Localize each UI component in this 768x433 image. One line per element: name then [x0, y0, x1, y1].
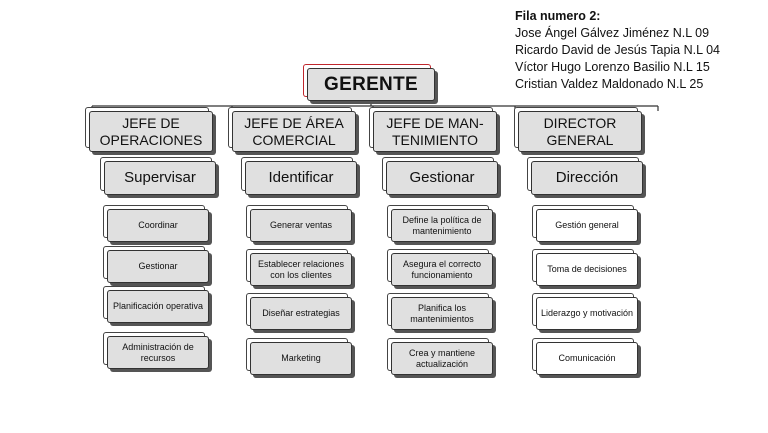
- gestionar-box: Gestionar: [107, 250, 209, 283]
- coordinar-box: Coordinar: [107, 209, 209, 242]
- director-general-box: DIRECTOR GENERAL: [518, 111, 642, 152]
- define-politica-box: Define la política de mantenimiento: [391, 209, 493, 242]
- jefe-area-comercial-box: JEFE DE ÁREA COMERCIAL: [232, 111, 356, 152]
- toma-decisiones-box: Toma de decisiones: [536, 253, 638, 286]
- team-info: Fila numero 2: Jose Ángel Gálvez Jiménez…: [515, 8, 720, 93]
- gestion-general-box: Gestión general: [536, 209, 638, 242]
- asegura-funcionamiento-box: Asegura el correcto funcionamiento: [391, 253, 493, 286]
- planificacion-operativa-box: Planificación operativa: [107, 290, 209, 323]
- team-member: Cristian Valdez Maldonado N.L 25: [515, 77, 704, 91]
- establecer-relaciones-box: Establecer relaciones con los clientes: [250, 253, 352, 286]
- crea-mantiene-box: Crea y mantiene actualización: [391, 342, 493, 375]
- marketing-box: Marketing: [250, 342, 352, 375]
- planifica-mantenimientos-box: Planifica los mantenimientos: [391, 297, 493, 330]
- administracion-recursos-box: Administración de recursos: [107, 336, 209, 369]
- supervisar-box: Supervisar: [104, 161, 216, 195]
- comunicacion-box: Comunicación: [536, 342, 638, 375]
- jefe-mantenimiento-box: JEFE DE MAN-TENIMIENTO: [373, 111, 497, 152]
- team-member: Jose Ángel Gálvez Jiménez N.L 09: [515, 26, 710, 40]
- disenar-estrategias-box: Diseñar estrategias: [250, 297, 352, 330]
- generar-ventas-box: Generar ventas: [250, 209, 352, 242]
- liderazgo-motivacion-box: Liderazgo y motivación: [536, 297, 638, 330]
- team-member: Víctor Hugo Lorenzo Basilio N.L 15: [515, 60, 710, 74]
- gerente-box: GERENTE: [307, 68, 435, 101]
- team-title: Fila numero 2:: [515, 9, 601, 23]
- gestionar-mant-box: Gestionar: [386, 161, 498, 195]
- identificar-box: Identificar: [245, 161, 357, 195]
- team-member: Ricardo David de Jesús Tapia N.L 04: [515, 43, 720, 57]
- jefe-operaciones-box: JEFE DE OPERACIONES: [89, 111, 213, 152]
- direccion-box: Dirección: [531, 161, 643, 195]
